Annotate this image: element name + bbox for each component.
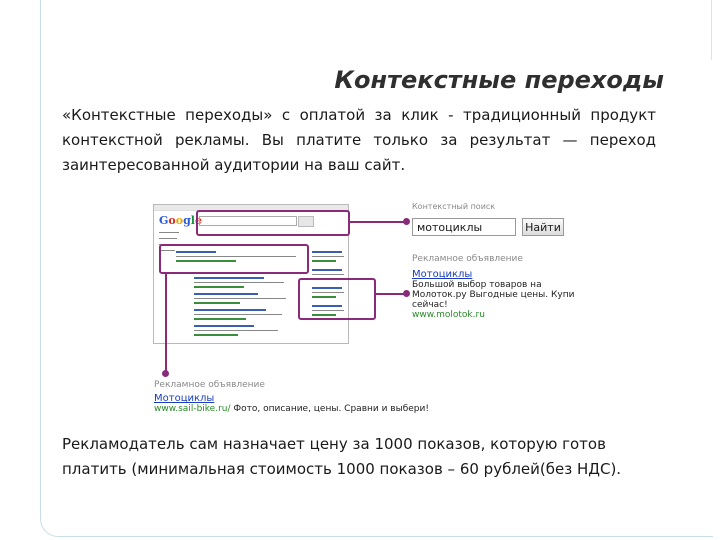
zoomed-search-button: Найти xyxy=(522,218,564,236)
serp-side-ad-url xyxy=(312,314,336,316)
serp-side-ad-text xyxy=(312,256,344,257)
serp-side-ad-title xyxy=(312,305,342,307)
serp-side-ad-url xyxy=(312,260,336,262)
bottom-ad-line: www.sail-bike.ru/ Фото, описание, цены. … xyxy=(154,404,454,414)
serp-side-ad-url xyxy=(312,296,336,298)
serp-result-url xyxy=(194,302,240,304)
bottom-ad-url: www.sail-bike.ru/ xyxy=(154,404,231,414)
serp-result-text xyxy=(194,314,282,315)
zoomed-side-ad: Рекламное объявление Мотоциклы Большой в… xyxy=(412,254,582,324)
serp-sidebar-line xyxy=(159,232,179,233)
serp-result-url xyxy=(194,318,246,320)
serp-result-text xyxy=(194,298,286,299)
serp-top-ad-url xyxy=(176,260,236,262)
search-connector-dot xyxy=(403,218,410,225)
serp-side-ad-title xyxy=(312,251,342,253)
serp-search-box xyxy=(199,216,297,226)
serp-result-title xyxy=(194,277,264,279)
zoomed-ad-text: Большой выбор товаров на Молоток.ру Выго… xyxy=(412,280,575,310)
serp-result-url xyxy=(194,286,244,288)
serp-sidebar-line xyxy=(159,250,175,251)
bottom-ad-header: Рекламное объявление xyxy=(154,380,265,390)
serp-top-ad-text xyxy=(176,256,296,257)
top-ad-connector-dot xyxy=(162,370,169,377)
pricing-paragraph: Рекламодатель сам назначает цену за 1000… xyxy=(62,435,622,478)
serp-top-ad-title xyxy=(176,251,216,253)
serp-result-url xyxy=(194,334,238,336)
serp-result-text xyxy=(194,330,278,331)
serp-thumbnail: Google xyxy=(153,204,349,344)
serp-logo: Google xyxy=(159,214,202,227)
serp-search-button xyxy=(298,216,314,227)
zoomed-search-input: мотоциклы xyxy=(412,218,516,236)
zoomed-ad-title: Мотоциклы xyxy=(412,269,473,280)
serp-sidebar-line xyxy=(159,238,177,239)
serp-result-title xyxy=(194,293,258,295)
slide-frame-corner xyxy=(683,0,712,60)
serp-result-title xyxy=(194,309,266,311)
zoomed-search-label: Контекстный поиск xyxy=(412,202,496,211)
bottom-ad-text: Фото, описание, цены. Сравни и выбери! xyxy=(233,404,429,414)
side-ad-connector-line xyxy=(374,293,406,295)
side-ad-connector-dot xyxy=(403,290,410,297)
top-ad-connector-line xyxy=(165,272,167,374)
zoomed-ad-header: Рекламное объявление xyxy=(412,254,523,264)
serp-side-ad-title xyxy=(312,269,342,271)
serp-side-ad-text xyxy=(312,274,344,275)
search-highlight-box xyxy=(196,210,350,236)
zoomed-top-ad: Рекламное объявление Мотоциклы www.sail-… xyxy=(154,380,454,414)
serp-side-ad-title xyxy=(312,287,342,289)
serp-result-text xyxy=(194,282,284,283)
slide-title: Контекстные переходы xyxy=(334,66,664,94)
slide-frame xyxy=(40,0,713,537)
search-connector-line xyxy=(348,221,406,223)
serp-result-title xyxy=(194,325,254,327)
bottom-ad-title: Мотоциклы xyxy=(154,393,215,404)
serp-side-ad-text xyxy=(312,310,344,311)
serp-side-ad-text xyxy=(312,292,344,293)
side-ad-highlight-box xyxy=(298,278,376,320)
top-ad-highlight-box xyxy=(159,244,309,274)
zoomed-ad-url: www.molotok.ru xyxy=(412,310,485,320)
zoomed-search-panel: Контекстный поиск мотоциклы Найти xyxy=(410,202,580,242)
ad-example-screenshot: Google xyxy=(128,192,583,416)
intro-paragraph: «Контекстные переходы» с оплатой за клик… xyxy=(62,106,656,174)
